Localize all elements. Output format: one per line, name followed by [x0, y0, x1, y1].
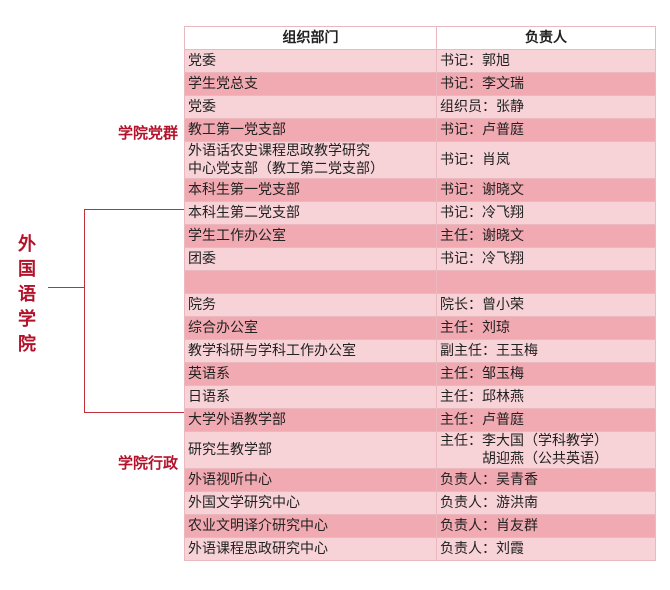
dept-cell: 本科生第二党支部 [184, 201, 437, 225]
dept-line: 外语话农史课程思政教学研究 [188, 143, 370, 159]
head-cell: 书记：李文瑞 [436, 72, 656, 96]
dept-cell: 研究生教学部 [184, 431, 437, 469]
head-cell: 副主任：王玉梅 [436, 339, 656, 363]
college-char: 学 [18, 309, 36, 330]
college-char: 外 [18, 234, 36, 255]
group-label-party: 学院党群 [117, 124, 178, 142]
head-cell: 书记：冷飞翔 [436, 201, 656, 225]
connector-vertical [84, 209, 85, 412]
table-row: 外语课程思政研究中心负责人：刘霞 [184, 537, 656, 561]
table-row: 英语系主任：邹玉梅 [184, 362, 656, 386]
head-cell: 书记：郭旭 [436, 49, 656, 73]
table-row: 院务院长：曾小荣 [184, 293, 656, 317]
header-head: 负责人 [436, 26, 656, 50]
table-row: 教工第一党支部书记：卢普庭 [184, 118, 656, 142]
table-row: 研究生教学部主任：李大国（学科教学） 胡迎燕（公共英语） [184, 431, 656, 469]
dept-cell: 大学外语教学部 [184, 408, 437, 432]
dept-cell: 外国文学研究中心 [184, 491, 437, 515]
college-char: 语 [18, 284, 36, 305]
head-cell: 书记：冷飞翔 [436, 247, 656, 271]
org-table: 组织部门 负责人 党委书记：郭旭学生党总支书记：李文瑞党委组织员：张静教工第一党… [184, 26, 656, 561]
table-row: 本科生第一党支部书记：谢晓文 [184, 178, 656, 202]
college-char: 院 [18, 334, 36, 355]
head-cell: 书记：肖岚 [436, 141, 656, 179]
college-name: 外 国 语 学 院 [14, 232, 40, 357]
head-cell: 院长：曾小荣 [436, 293, 656, 317]
head-cell: 书记：卢普庭 [436, 118, 656, 142]
dept-cell: 日语系 [184, 385, 437, 409]
head-cell: 负责人：肖友群 [436, 514, 656, 538]
dept-cell: 外语话农史课程思政教学研究中心党支部（教工第二党支部） [184, 141, 437, 179]
head-cell: 主任：李大国（学科教学） 胡迎燕（公共英语） [436, 431, 656, 469]
table-row: 党委组织员：张静 [184, 95, 656, 119]
head-cell: 负责人：刘霞 [436, 537, 656, 561]
connector-horizontal-main [48, 287, 84, 288]
dept-cell: 综合办公室 [184, 316, 437, 340]
table-row: 大学外语教学部主任：卢普庭 [184, 408, 656, 432]
connector-bottom-branch [84, 412, 184, 413]
dept-cell: 农业文明译介研究中心 [184, 514, 437, 538]
table-row: 外语话农史课程思政教学研究中心党支部（教工第二党支部）书记：肖岚 [184, 141, 656, 179]
table-row: 农业文明译介研究中心负责人：肖友群 [184, 514, 656, 538]
dept-cell: 外语课程思政研究中心 [184, 537, 437, 561]
table-row: 外国文学研究中心负责人：游洪南 [184, 491, 656, 515]
head-cell: 书记：谢晓文 [436, 178, 656, 202]
dept-cell: 外语视听中心 [184, 468, 437, 492]
dept-cell: 党委 [184, 95, 437, 119]
table-row: 综合办公室主任：刘琼 [184, 316, 656, 340]
head-cell [436, 270, 656, 294]
dept-cell: 英语系 [184, 362, 437, 386]
table-row [184, 270, 656, 294]
header-dept: 组织部门 [184, 26, 437, 50]
head-line: 胡迎燕（公共英语） [482, 451, 608, 467]
table-row: 学生工作办公室主任：谢晓文 [184, 224, 656, 248]
head-cell: 主任：谢晓文 [436, 224, 656, 248]
head-cell: 主任：邱林燕 [436, 385, 656, 409]
dept-cell: 团委 [184, 247, 437, 271]
head-cell: 主任：邹玉梅 [436, 362, 656, 386]
dept-cell: 本科生第一党支部 [184, 178, 437, 202]
table-header-row: 组织部门 负责人 [184, 26, 656, 50]
table-row: 教学科研与学科工作办公室副主任：王玉梅 [184, 339, 656, 363]
dept-cell: 教工第一党支部 [184, 118, 437, 142]
table-row: 学生党总支书记：李文瑞 [184, 72, 656, 96]
head-cell: 主任：卢普庭 [436, 408, 656, 432]
table-row: 日语系主任：邱林燕 [184, 385, 656, 409]
dept-line: 中心党支部（教工第二党支部） [188, 161, 384, 177]
table-row: 外语视听中心负责人：吴青香 [184, 468, 656, 492]
head-line: 主任：李大国（学科教学） [440, 433, 608, 449]
table-row: 团委书记：冷飞翔 [184, 247, 656, 271]
college-char: 国 [18, 259, 36, 280]
head-cell: 组织员：张静 [436, 95, 656, 119]
dept-cell: 学生党总支 [184, 72, 437, 96]
dept-cell [184, 270, 437, 294]
dept-cell: 院务 [184, 293, 437, 317]
connector-top-branch [84, 209, 184, 210]
table-row: 本科生第二党支部书记：冷飞翔 [184, 201, 656, 225]
table-row: 党委书记：郭旭 [184, 49, 656, 73]
head-cell: 主任：刘琼 [436, 316, 656, 340]
dept-cell: 党委 [184, 49, 437, 73]
dept-cell: 学生工作办公室 [184, 224, 437, 248]
group-label-admin: 学院行政 [117, 454, 178, 472]
dept-cell: 教学科研与学科工作办公室 [184, 339, 437, 363]
head-cell: 负责人：吴青香 [436, 468, 656, 492]
head-cell: 负责人：游洪南 [436, 491, 656, 515]
